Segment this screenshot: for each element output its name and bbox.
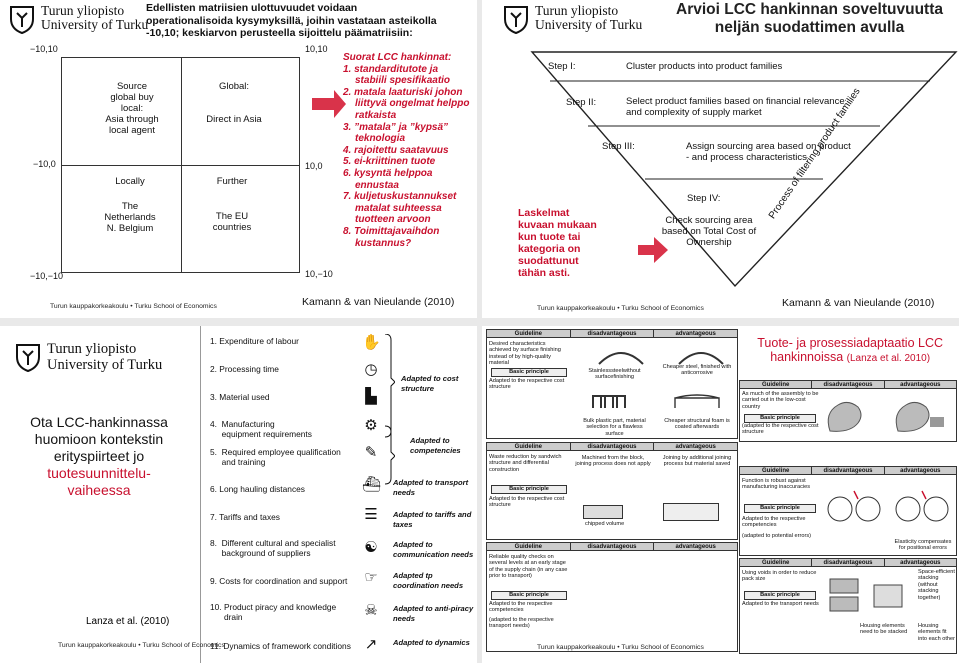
factor-row: 2. Processing time [210, 364, 279, 374]
funnel-diagram [530, 51, 958, 288]
material-icon: ▙ [365, 388, 377, 405]
axis-label-br: 10,−10 [305, 269, 333, 279]
adaptation-label: Adapted to transport needs [393, 478, 469, 497]
factor-row: 4. Manufacturing equipment requirements [210, 419, 312, 439]
adaptation-label: Adapted to communication needs [393, 540, 474, 559]
factor-row: 10. Product piracy and knowledge drain [210, 602, 337, 622]
factor-row: 9. Costs for coordination and support [210, 576, 348, 586]
adaptation-label: Adapted tp coordination needs [393, 571, 464, 590]
axis-label-mr: 10,0 [305, 161, 323, 171]
slide-title: Edellisten matriisien ulottuvuudet voida… [146, 2, 437, 40]
list-item: 3. ”matala” ja ”kypsä” teknologia [343, 121, 449, 145]
factor-row: 6. Long hauling distances [210, 484, 305, 494]
citation: Kamann & van Nieulande (2010) [302, 296, 455, 308]
list-heading: Suorat LCC hankinnat: [343, 52, 452, 63]
brackets [384, 334, 395, 485]
citation: Lanza et al. (2010) [86, 616, 170, 627]
list-item: 4. rajoitettu saatavuus [343, 144, 449, 156]
slide-title: Tuote- ja prosessiadaptaatio LCC hankinn… [757, 336, 943, 364]
hand-icon: ✋ [362, 334, 381, 351]
arrows [312, 90, 346, 118]
list-item: 5. ei-kriittinen tuote [343, 156, 436, 168]
step-text: Assign sourcing area based on product - … [686, 141, 851, 163]
skull-icon: ☠ [364, 602, 378, 619]
seal-icon [8, 4, 36, 35]
seal-icon [502, 4, 530, 35]
worker-icon: ✎ [364, 444, 378, 461]
axis-label-ml: −10,0 [33, 159, 56, 169]
factor-row: 5. Required employee qualification and t… [210, 447, 341, 467]
list-item: 6. kysyntä helppoa ennustaa [343, 167, 433, 191]
adaptation-label: Adapted to competencies [410, 436, 461, 455]
step-text: Select product families based on financi… [626, 96, 845, 118]
title-line: Edellisten matriisien ulottuvuudet voida… [146, 2, 358, 14]
chart-icon: ↗ [364, 636, 378, 653]
step-label: Step I: [548, 61, 576, 72]
footer: Turun kauppakorkeakoulu • Turku School o… [50, 303, 217, 310]
factor-row: 3. Material used [210, 392, 270, 402]
adaptation-label: Adapted to anti-piracy needs [393, 604, 474, 623]
title-line: operationalisoida kysymyksillä, joihin v… [146, 14, 437, 27]
adaptation-label: Adapted to dynamics [393, 638, 470, 647]
seal-icon [14, 342, 42, 373]
axis-label-tl: −10,10 [30, 44, 58, 54]
factor-row: 1. Expenditure of labour [210, 336, 299, 346]
quadrant-q2: Global:Direct in Asia [206, 81, 262, 125]
list-item: 7. kuljetuskustannukset matalat suhteess… [343, 191, 457, 226]
factor-row: 11. Dynamics of framework conditions [210, 641, 351, 651]
ship-icon: ⛴ [362, 476, 382, 493]
list-item: 1. standarditutote ja stabiili spesifika… [343, 63, 451, 87]
clock-icon: ◷ [364, 361, 378, 378]
axis-label-tr: 10,10 [305, 44, 328, 54]
adaptation-label: Adapted to cost structure [401, 374, 459, 393]
list-item: 2. matala laaturiski johon liittyvä onge… [343, 86, 470, 121]
step-label: Step III: [602, 141, 635, 152]
slide-adaptation: Tuote- ja prosessiadaptaatio LCC hankinn… [482, 326, 959, 663]
logo-line1: Turun yliopisto [41, 3, 125, 18]
yin-yang-icon: ☯ [364, 539, 378, 556]
citation: Kamann & van Nieulande (2010) [782, 297, 935, 309]
part-sketches [592, 352, 724, 408]
step-text: Check sourcing area based on Total Cost … [661, 215, 757, 248]
factor-row: 7. Tariffs and taxes [210, 512, 280, 522]
step-label: Step IV: [687, 193, 721, 204]
step-label: Step II: [566, 97, 597, 108]
logo-line2: University of Turku [41, 17, 149, 32]
criteria-list: Suorat LCC hankinnat: 1. standarditutote… [343, 52, 471, 249]
footer: Turun kauppakorkeakoulu • Turku School o… [537, 305, 704, 312]
step-text: Cluster products into product families [626, 61, 783, 72]
tariff-icon: ☰ [364, 506, 378, 523]
footer: Turun kauppakorkeakoulu • Turku School o… [537, 644, 704, 651]
list-item: 8. Toimittajavaihdon kustannus? [343, 225, 440, 249]
axis-label-bl: −10,−10 [30, 271, 64, 281]
footer: Turun kauppakorkeakoulu • Turku School o… [58, 642, 225, 649]
machine-icon: ⚙ [364, 417, 378, 434]
title-line: -10,10; keskiarvon perusteella sijoittel… [146, 27, 413, 39]
pointing-hand-icon: ☞ [364, 569, 378, 586]
adaptation-label: Adapted to tariffs and taxes [393, 510, 472, 529]
factor-row: 8. Different cultural and specialist bac… [210, 538, 336, 558]
